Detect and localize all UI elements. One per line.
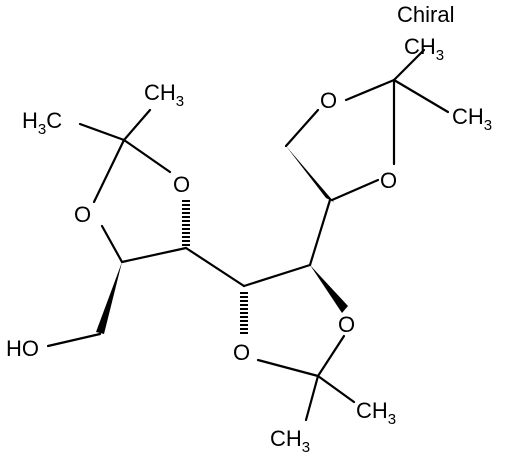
hashed-bond xyxy=(240,290,248,334)
wedge-bond xyxy=(96,262,122,334)
oxygen-atom: O xyxy=(233,340,250,365)
middle-dioxolane-ring xyxy=(240,265,356,422)
bond xyxy=(284,108,320,148)
chiral-label: Chiral xyxy=(397,2,454,27)
bond xyxy=(242,263,312,288)
bond xyxy=(304,374,320,422)
bond xyxy=(392,78,450,114)
bond xyxy=(344,78,396,102)
bond xyxy=(122,138,172,174)
methyl-group: CH3 xyxy=(452,104,492,134)
oxygen-atom: O xyxy=(338,312,355,337)
bond xyxy=(184,246,246,288)
bond xyxy=(316,334,346,378)
bond xyxy=(100,224,124,264)
methyl-group: CH3 xyxy=(144,80,184,110)
top-dioxolane-ring xyxy=(284,48,450,202)
left-dioxolane-ring xyxy=(46,108,190,348)
methyl-group: CH3 xyxy=(356,398,396,428)
oxygen-atom: O xyxy=(74,202,91,227)
bond xyxy=(122,108,152,142)
central-chain xyxy=(184,198,332,288)
bond xyxy=(308,198,332,267)
oxygen-atom: O xyxy=(380,168,397,193)
oxygen-atom: O xyxy=(320,88,337,113)
oxygen-atom: O xyxy=(173,172,190,197)
bond xyxy=(392,48,426,82)
bond xyxy=(256,358,320,378)
hashed-bond xyxy=(182,200,190,248)
bond xyxy=(120,246,188,264)
wedge-bond xyxy=(286,146,334,202)
bond xyxy=(92,138,126,204)
methyl-group: CH3 xyxy=(404,34,444,64)
bond xyxy=(330,178,380,202)
methyl-group: H3C xyxy=(22,108,62,138)
hydroxyl-group: HO xyxy=(6,336,39,361)
methyl-group: CH3 xyxy=(270,426,310,456)
bond xyxy=(78,122,126,142)
wedge-bond xyxy=(310,265,348,313)
bond xyxy=(316,374,356,404)
bond xyxy=(46,332,102,348)
